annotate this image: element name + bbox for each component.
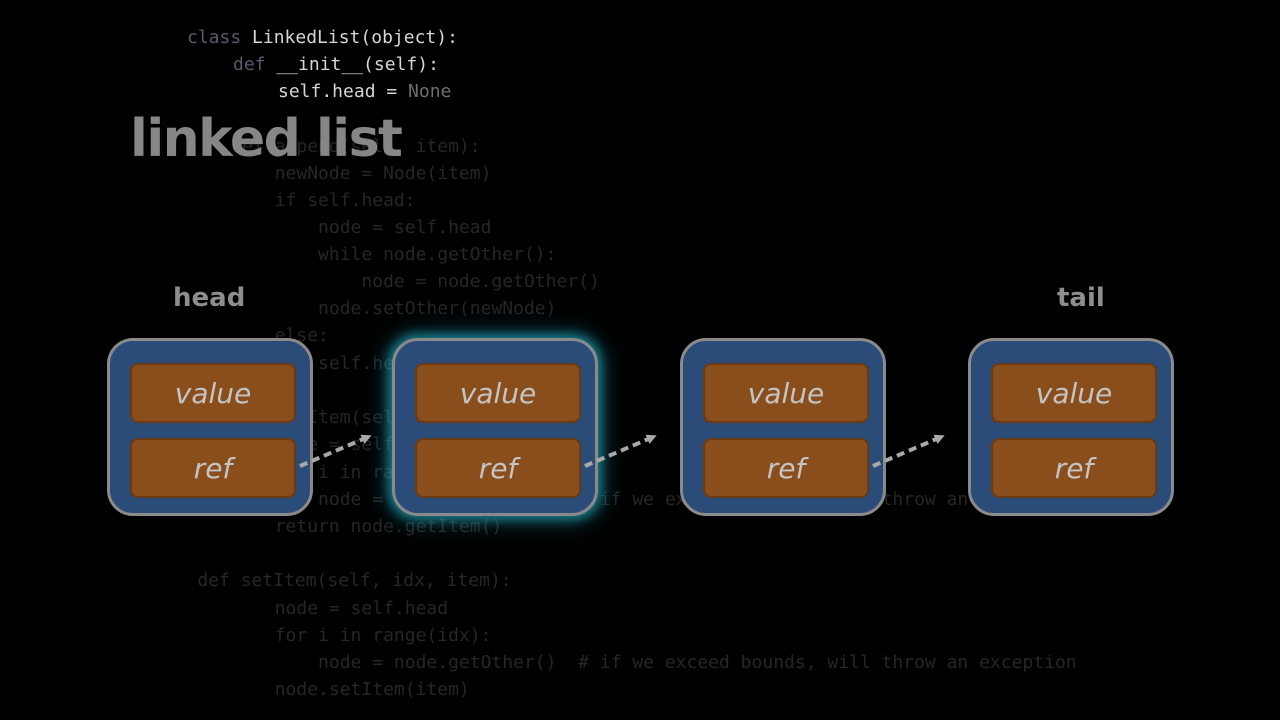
code-line: node = node.getOther() # if we exceed bo… [188, 652, 1077, 673]
linked-list-node: value ref [680, 338, 886, 516]
linked-list-node: value ref [107, 338, 313, 516]
node-ref-cell: ref [415, 438, 581, 498]
code-line: def setItem(self, idx, item): [154, 570, 512, 591]
code-line: node = node.getOther() # if we exceed bo… [188, 489, 1077, 510]
node-value-cell: value [415, 363, 581, 423]
code-line: def __init__(self): [233, 51, 439, 78]
code-line: node.setOther(newNode) [188, 298, 557, 319]
code-line: class LinkedList(object): [187, 24, 458, 51]
node-value-cell: value [703, 363, 869, 423]
code-line: newNode = Node(item) [188, 163, 492, 184]
code-line: node = self.head [188, 598, 449, 619]
code-keyword: class [187, 27, 242, 48]
code-line: node = self.head [188, 217, 492, 238]
linked-list-node-highlighted: value ref [392, 338, 598, 516]
code-line: self.head = None [278, 78, 451, 105]
code-keyword: def [233, 54, 266, 75]
code-text: LinkedList(object): [241, 27, 458, 48]
code-line: def append(self, item): [188, 136, 481, 157]
tail-label: tail [1057, 283, 1105, 313]
node-value-cell: value [130, 363, 296, 423]
code-line: if self.head: [188, 190, 416, 211]
code-line: return node.getItem() [188, 516, 503, 537]
node-value-cell: value [991, 363, 1157, 423]
code-constant: None [408, 81, 452, 102]
code-line: while node.getOther(): [188, 244, 557, 265]
code-text: __init__(self): [265, 54, 439, 75]
head-label: head [173, 283, 246, 313]
node-ref-cell: ref [130, 438, 296, 498]
node-ref-cell: ref [703, 438, 869, 498]
linked-list-node: value ref [968, 338, 1174, 516]
code-line: for i in range(idx): [188, 625, 492, 646]
slide-title: linked list [130, 109, 403, 169]
code-text: self.head = [278, 81, 409, 102]
code-line: node.setItem(item) [188, 679, 470, 700]
code-line: node = node.getOther() [188, 271, 600, 292]
node-ref-cell: ref [991, 438, 1157, 498]
